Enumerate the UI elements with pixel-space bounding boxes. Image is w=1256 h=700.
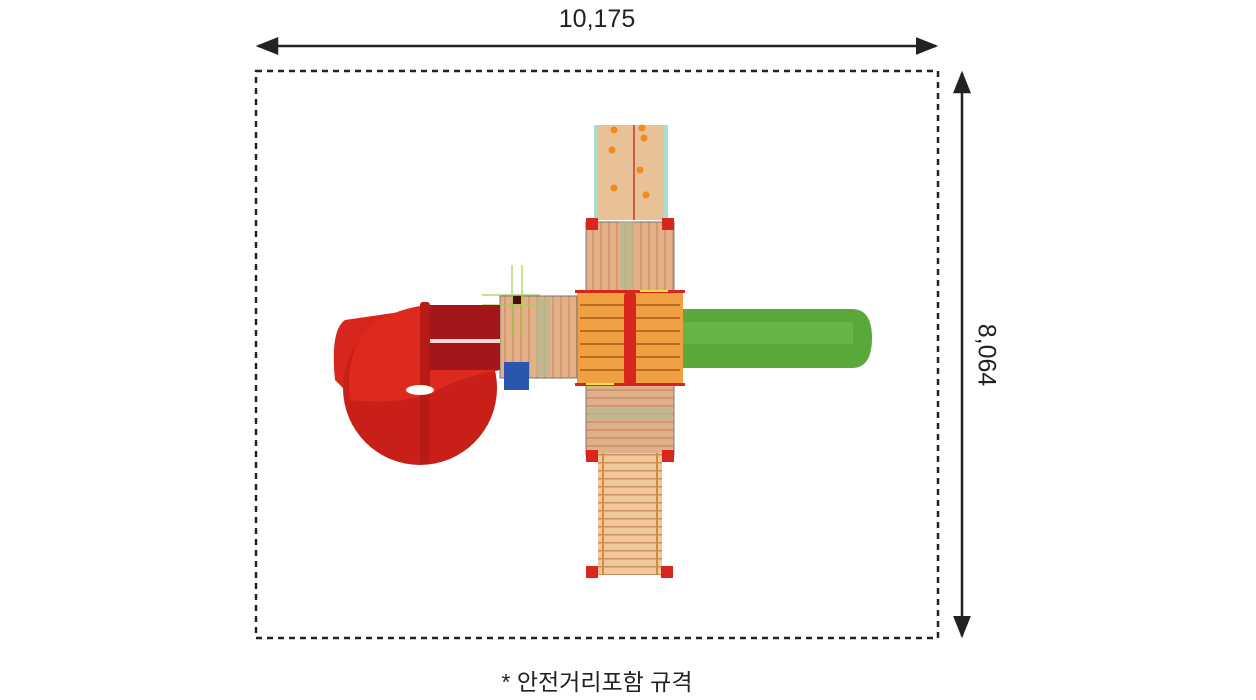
red-spiral-slide — [333, 302, 500, 465]
ladder — [586, 450, 674, 578]
upper-deck — [585, 218, 675, 295]
lower-deck — [585, 384, 675, 456]
caption: * 안전거리포함 규격 — [501, 669, 693, 695]
height-dimension-label: 8,064 — [972, 323, 1001, 387]
safety-zone-boundary — [254, 69, 940, 640]
green-slide — [683, 309, 872, 368]
bridge — [482, 265, 578, 379]
width-dimension-label: 10,175 — [558, 5, 636, 33]
central-deck — [575, 290, 685, 386]
blue-panel — [504, 362, 529, 390]
climbing-wall — [594, 124, 668, 220]
